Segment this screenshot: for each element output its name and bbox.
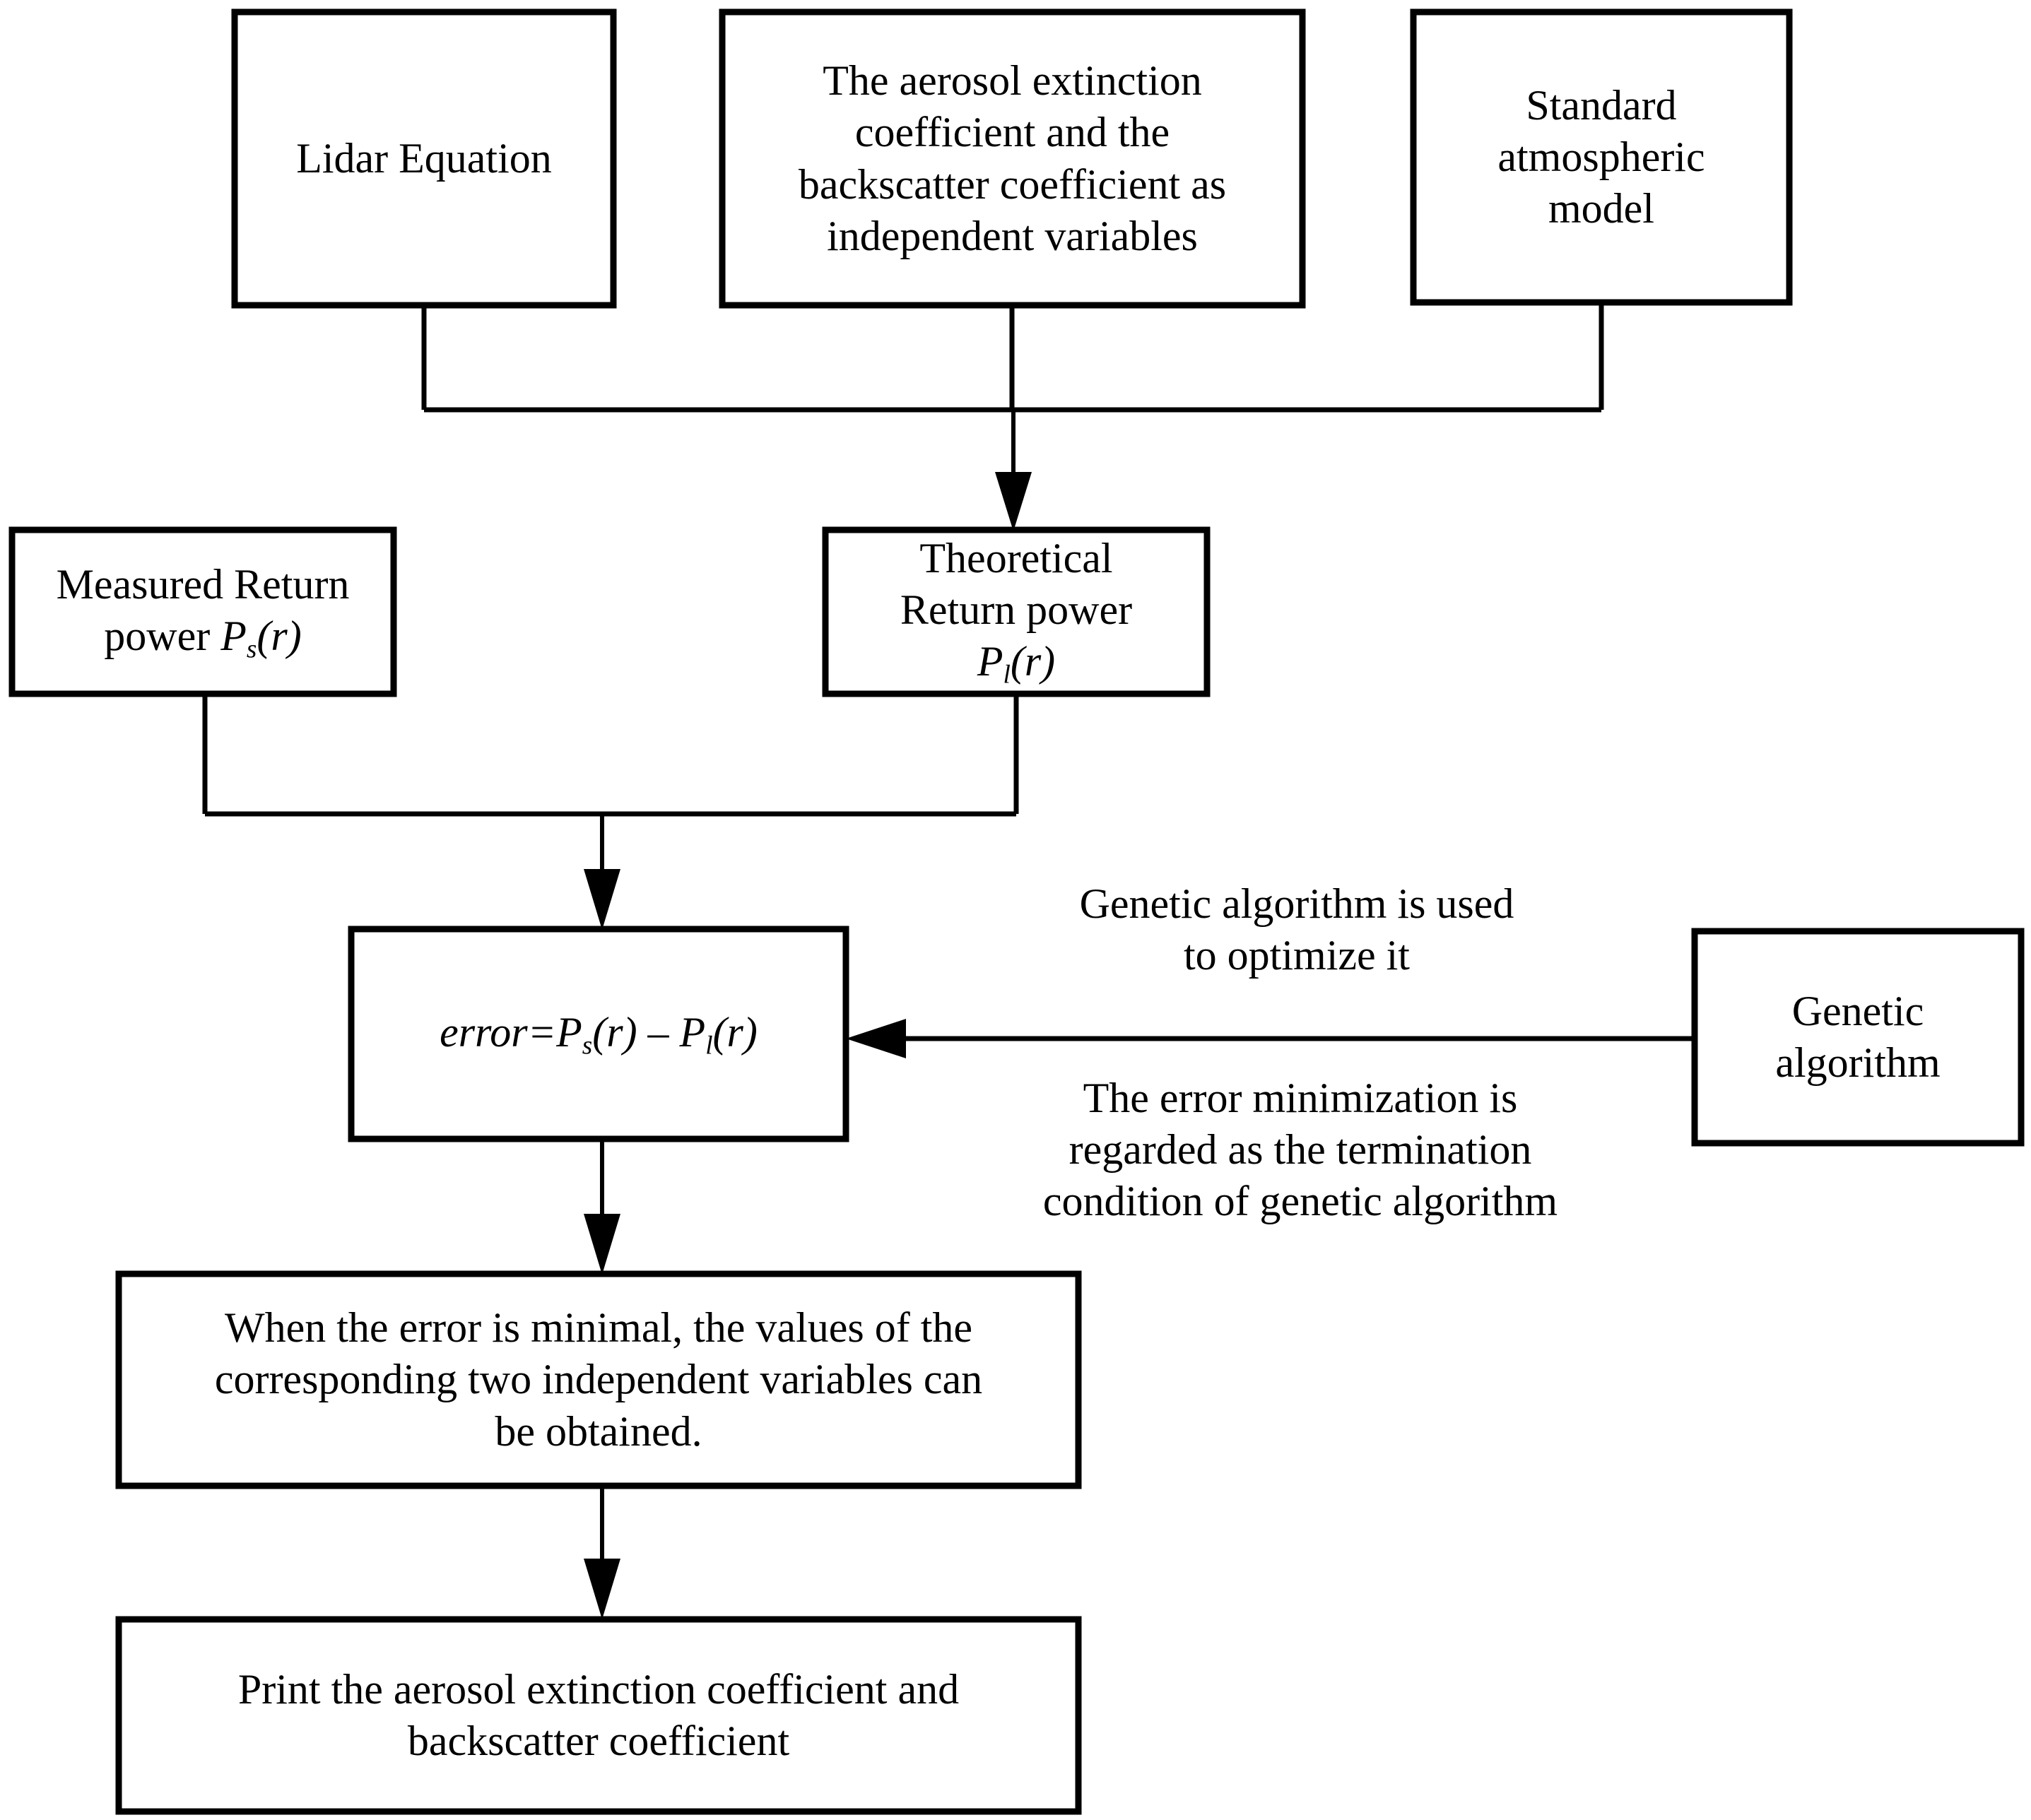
measured-symbol-suffix: (r)	[257, 612, 302, 659]
error-term1-base: P	[556, 1008, 582, 1056]
edge-error-to-result	[584, 1139, 620, 1275]
arrowhead-down-result	[584, 1214, 620, 1275]
node-box-lidar-equation[interactable]	[231, 8, 617, 309]
node-label-error: error=Ps(r) – Pl(r)	[351, 929, 846, 1139]
theoretical-symbol-base: P	[977, 638, 1003, 685]
edge-label-optimize: Genetic algorithm is used to optimize it	[1079, 880, 1514, 979]
node-label-theoretical-return-power: Theoretical Return power Pl(r)	[825, 530, 1207, 694]
error-formula: error=Ps(r) – Pl(r)	[440, 1007, 758, 1062]
node-box-genetic-algorithm[interactable]	[1691, 928, 2025, 1147]
measured-symbol-base: P	[220, 612, 247, 659]
node-label-genetic-algorithm: Genetic algorithm	[1775, 987, 1941, 1086]
arrowhead-down-print	[584, 1559, 620, 1619]
edge-ga-to-error	[846, 1019, 1695, 1058]
node-label-measured-return-power: Measured Return power Ps(r)	[12, 530, 394, 694]
measured-symbol-sub: s	[246, 634, 257, 664]
node-box-measured-return-power[interactable]	[8, 526, 397, 697]
error-term1-suffix: (r)	[592, 1008, 637, 1056]
arrowhead-left-error	[846, 1019, 906, 1058]
arrowhead-down-theoretical	[995, 472, 1032, 531]
theoretical-symbol-sub: l	[1003, 660, 1011, 690]
measured-symbol: Ps(r)	[220, 612, 302, 663]
theoretical-label-prefix: Theoretical Return power	[900, 534, 1133, 634]
node-box-standard-atmospheric-model[interactable]	[1410, 8, 1793, 306]
error-word: error=	[440, 1008, 557, 1056]
error-term2-base: P	[679, 1008, 706, 1056]
theoretical-symbol: Pl(r)	[977, 638, 1056, 689]
node-label-result: When the error is minimal, the values of…	[214, 1304, 983, 1455]
node-label-standard-atmospheric-model: Standard atmospheric model	[1497, 81, 1705, 232]
node-label-lidar-equation: Lidar Equation	[296, 134, 552, 182]
error-term2-sub: l	[705, 1031, 713, 1060]
node-box-print[interactable]	[115, 1616, 1082, 1815]
edge-label-termination: The error minimization is regarded as th…	[1042, 1075, 1558, 1225]
node-label-print: Print the aerosol extinction coefficient…	[237, 1665, 960, 1764]
node-label-aerosol-coefficients: The aerosol extinction coefficient and t…	[798, 57, 1227, 259]
arrowhead-down-error	[584, 869, 620, 930]
measured-label-prefix: Measured Return power	[56, 560, 350, 659]
node-box-aerosol-coefficients[interactable]	[719, 8, 1306, 309]
edge-top-merge-to-theoretical	[421, 302, 1604, 531]
node-box-result[interactable]	[115, 1270, 1082, 1489]
error-term2-suffix: (r)	[712, 1008, 758, 1056]
edge-result-to-print	[584, 1486, 620, 1619]
theoretical-symbol-suffix: (r)	[1010, 638, 1056, 685]
error-term1-sub: s	[582, 1031, 593, 1060]
node-box-error[interactable]	[348, 926, 849, 1142]
edge-powers-to-error	[202, 694, 1019, 930]
error-minus: –	[637, 1008, 680, 1056]
